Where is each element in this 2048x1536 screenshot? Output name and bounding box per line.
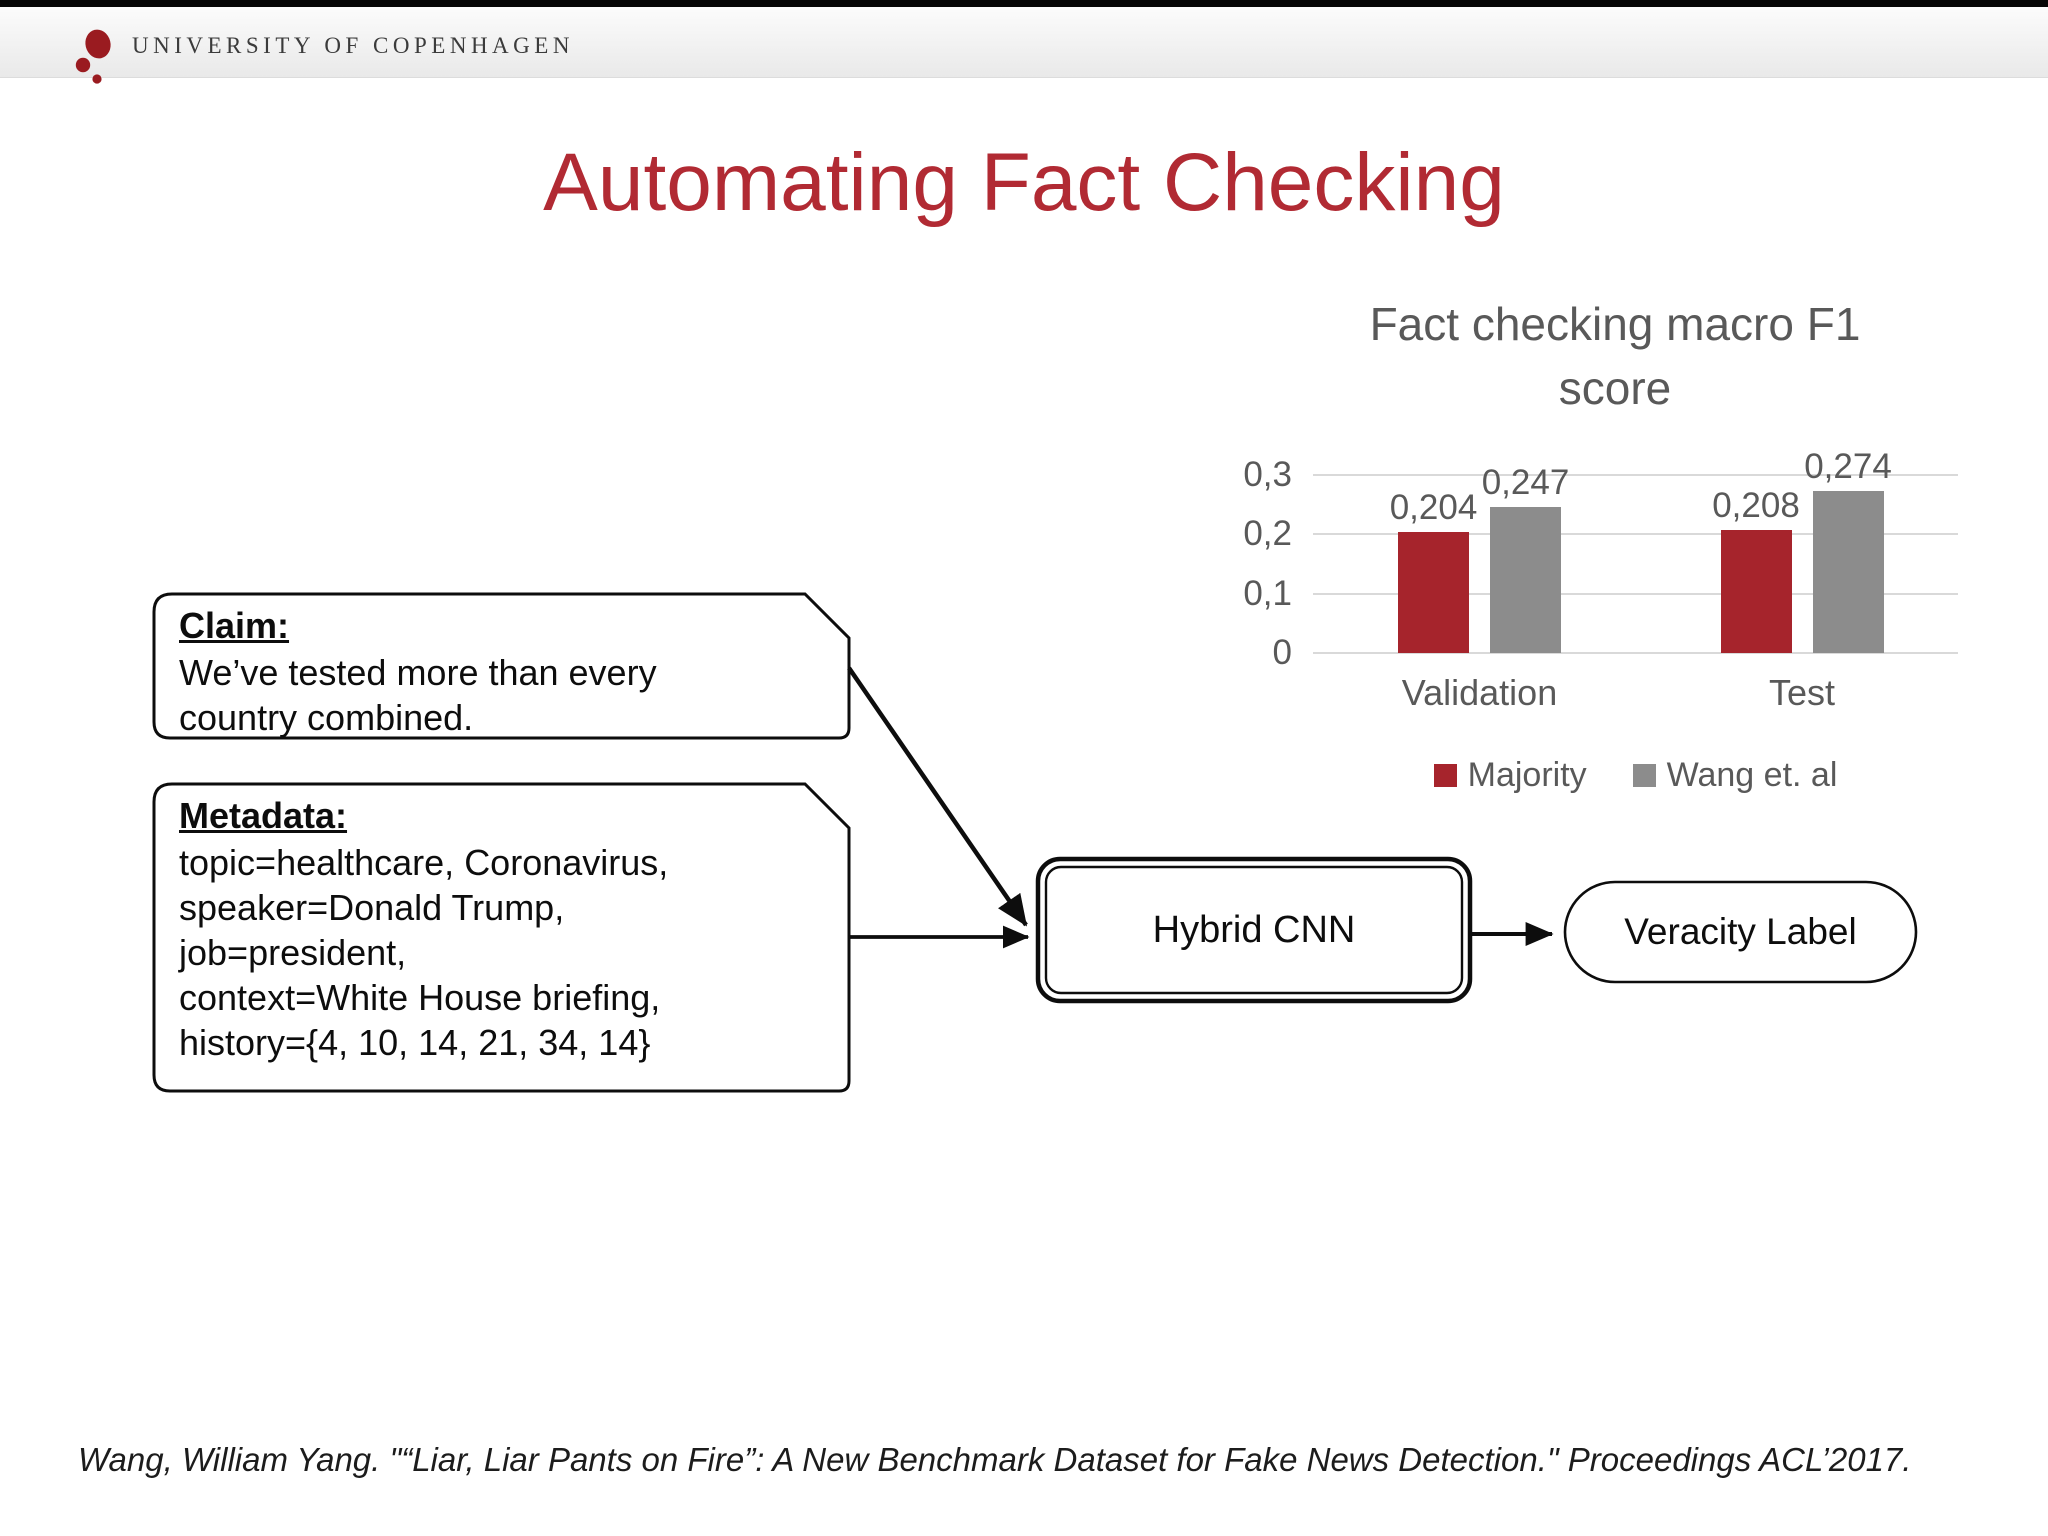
legend-swatch-icon: [1433, 763, 1457, 787]
claim-arrow: [847, 666, 1028, 927]
metadata-line: topic=healthcare, Coronavirus,: [179, 842, 669, 883]
y-axis-tick-label: 0,1: [1243, 573, 1292, 613]
output-box-label: Veracity Label: [1624, 911, 1857, 952]
page-title: Automating Fact Checking: [543, 137, 1505, 228]
metadata-box-shape: [152, 782, 851, 1093]
y-axis-tick-label: 0,2: [1243, 514, 1292, 554]
university-name: UNIVERSITY OF COPENHAGEN: [132, 33, 574, 58]
legend-item: Majority: [1433, 755, 1587, 795]
claim-heading: Claim:: [179, 605, 290, 646]
y-axis-tick-label: 0: [1272, 633, 1292, 672]
metadata-line: speaker=Donald Trump,: [179, 887, 565, 928]
chart-gridline: [1313, 533, 1958, 536]
chart-title-line1: Fact checking macro F1: [1369, 298, 1861, 350]
metadata-heading: Metadata:: [179, 795, 348, 836]
metadata-line: context=White House briefing,: [179, 977, 661, 1018]
x-category-label: Validation: [1401, 672, 1558, 713]
model-box-shape-outer: [1035, 856, 1473, 1004]
claim-body: We’ve tested more than every country com…: [179, 652, 657, 738]
bar-value-label: 0,274: [1804, 447, 1892, 486]
metadata-box: Metadata: topic=healthcare, Coronavirus,…: [179, 792, 819, 1065]
bar-wang-et-al-validation: [1490, 507, 1561, 653]
claim-box: Claim: We’ve tested more than every coun…: [179, 602, 819, 740]
model-box-shape-inner: [1044, 865, 1464, 995]
y-axis-tick-label: 0,3: [1243, 455, 1292, 495]
legend-item: Wang et. al: [1632, 755, 1838, 795]
university-logo-icon: [75, 29, 111, 84]
citation: Wang, William Yang. "“Liar, Liar Pants o…: [78, 1441, 1912, 1478]
bar-wang-et-al-test: [1812, 491, 1884, 653]
bar-majority-test: [1720, 530, 1792, 653]
bar-majority-validation: [1398, 532, 1469, 653]
bar-value-label: 0,247: [1481, 463, 1570, 502]
model-box-label: Hybrid CNN: [1152, 909, 1356, 951]
chart-title: Fact checking macro F1 score: [1285, 292, 1945, 420]
x-category-label: Test: [1768, 672, 1836, 713]
legend-label: Majority: [1467, 755, 1587, 794]
legend-label: Wang et. al: [1666, 755, 1838, 794]
chart-legend: Majority Wang et. al: [1313, 752, 1958, 798]
metadata-line: history={4, 10, 14, 21, 34, 14}: [179, 1022, 651, 1063]
top-black-strip: [0, 0, 2048, 7]
chart-title-line2: score: [1558, 362, 1672, 414]
chart-gridline: [1313, 592, 1958, 595]
bar-value-label: 0,204: [1389, 488, 1478, 527]
header-bar: UNIVERSITY OF COPENHAGEN: [0, 7, 2048, 84]
chart-gridline: [1313, 474, 1958, 477]
chart-gridline: [1313, 652, 1958, 654]
claim-box-shape: [152, 592, 851, 740]
bar-value-label: 0,208: [1712, 486, 1800, 525]
legend-swatch-icon: [1632, 763, 1656, 787]
output-box-shape: [1563, 880, 1918, 984]
metadata-line: job=president,: [179, 932, 407, 973]
